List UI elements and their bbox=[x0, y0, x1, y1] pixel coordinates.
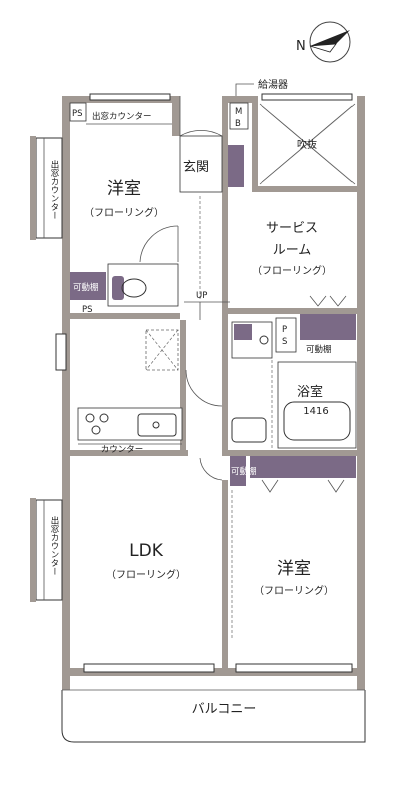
balcony: バルコニー bbox=[61, 689, 366, 743]
void-label: 吹抜 bbox=[297, 138, 317, 151]
movable-shelf-1-label: 可動棚 bbox=[73, 282, 99, 293]
ldk-floor-label: （フローリング） bbox=[106, 568, 186, 581]
up-label: UP bbox=[196, 291, 207, 301]
ps-mid-label: PS bbox=[82, 305, 93, 315]
western-room-1-floor-label: （フローリング） bbox=[84, 206, 164, 219]
entrance: 玄関 bbox=[179, 96, 244, 300]
western-room-1-label: 洋室 bbox=[107, 179, 141, 199]
void-area: 吹抜 bbox=[259, 103, 356, 185]
window-counter-top-label: 出窓カウンター bbox=[92, 111, 152, 122]
water-heater-label: 給湯器 bbox=[258, 78, 288, 91]
bathroom: 浴室 1416 bbox=[231, 360, 357, 449]
service-room-label-2: ルーム bbox=[273, 243, 312, 258]
ldk: LDK （フローリング） bbox=[106, 541, 186, 581]
compass-ring bbox=[309, 21, 351, 63]
western-room-1: 洋室 （フローリング） bbox=[84, 179, 179, 263]
ldk-label: LDK bbox=[129, 541, 164, 561]
western-room-2: 洋室 （フローリング） bbox=[231, 490, 334, 640]
compass: N bbox=[296, 21, 351, 63]
ps-top-label: PS bbox=[72, 109, 83, 119]
compass-north-label: N bbox=[296, 39, 306, 54]
service-room: サービス ルーム （フローリング） bbox=[252, 221, 347, 307]
bay-window-top: 出窓カウンター bbox=[30, 136, 63, 240]
movable-shelf-2-label: 可動棚 bbox=[306, 344, 332, 355]
bath-size-label: 1416 bbox=[303, 406, 328, 417]
ps-small-p-label: P bbox=[282, 325, 287, 335]
window-counter-left-bottom-label: 出窓カウンター bbox=[49, 515, 59, 575]
western-room-2-floor-label: （フローリング） bbox=[254, 584, 334, 597]
mb-m-label: M bbox=[235, 107, 242, 117]
service-room-label-1: サービス bbox=[266, 221, 318, 236]
entrance-label: 玄関 bbox=[183, 160, 209, 175]
mb-b-label: B bbox=[235, 119, 241, 129]
kitchen: カウンター bbox=[77, 329, 223, 455]
balcony-label: バルコニー bbox=[192, 702, 257, 717]
ps-small-s-label: S bbox=[282, 337, 287, 347]
western-room-2-label: 洋室 bbox=[277, 559, 311, 579]
window-counter-left-top-label: 出窓カウンター bbox=[49, 159, 59, 219]
bay-window-bottom: 出窓カウンター bbox=[30, 498, 63, 602]
compass-arrow-icon bbox=[310, 30, 350, 46]
bathroom-label: 浴室 bbox=[297, 384, 323, 400]
counter-label: カウンター bbox=[101, 445, 144, 455]
service-room-floor-label: （フローリング） bbox=[252, 264, 332, 277]
movable-shelf-3-label: 可動棚 bbox=[231, 466, 257, 477]
